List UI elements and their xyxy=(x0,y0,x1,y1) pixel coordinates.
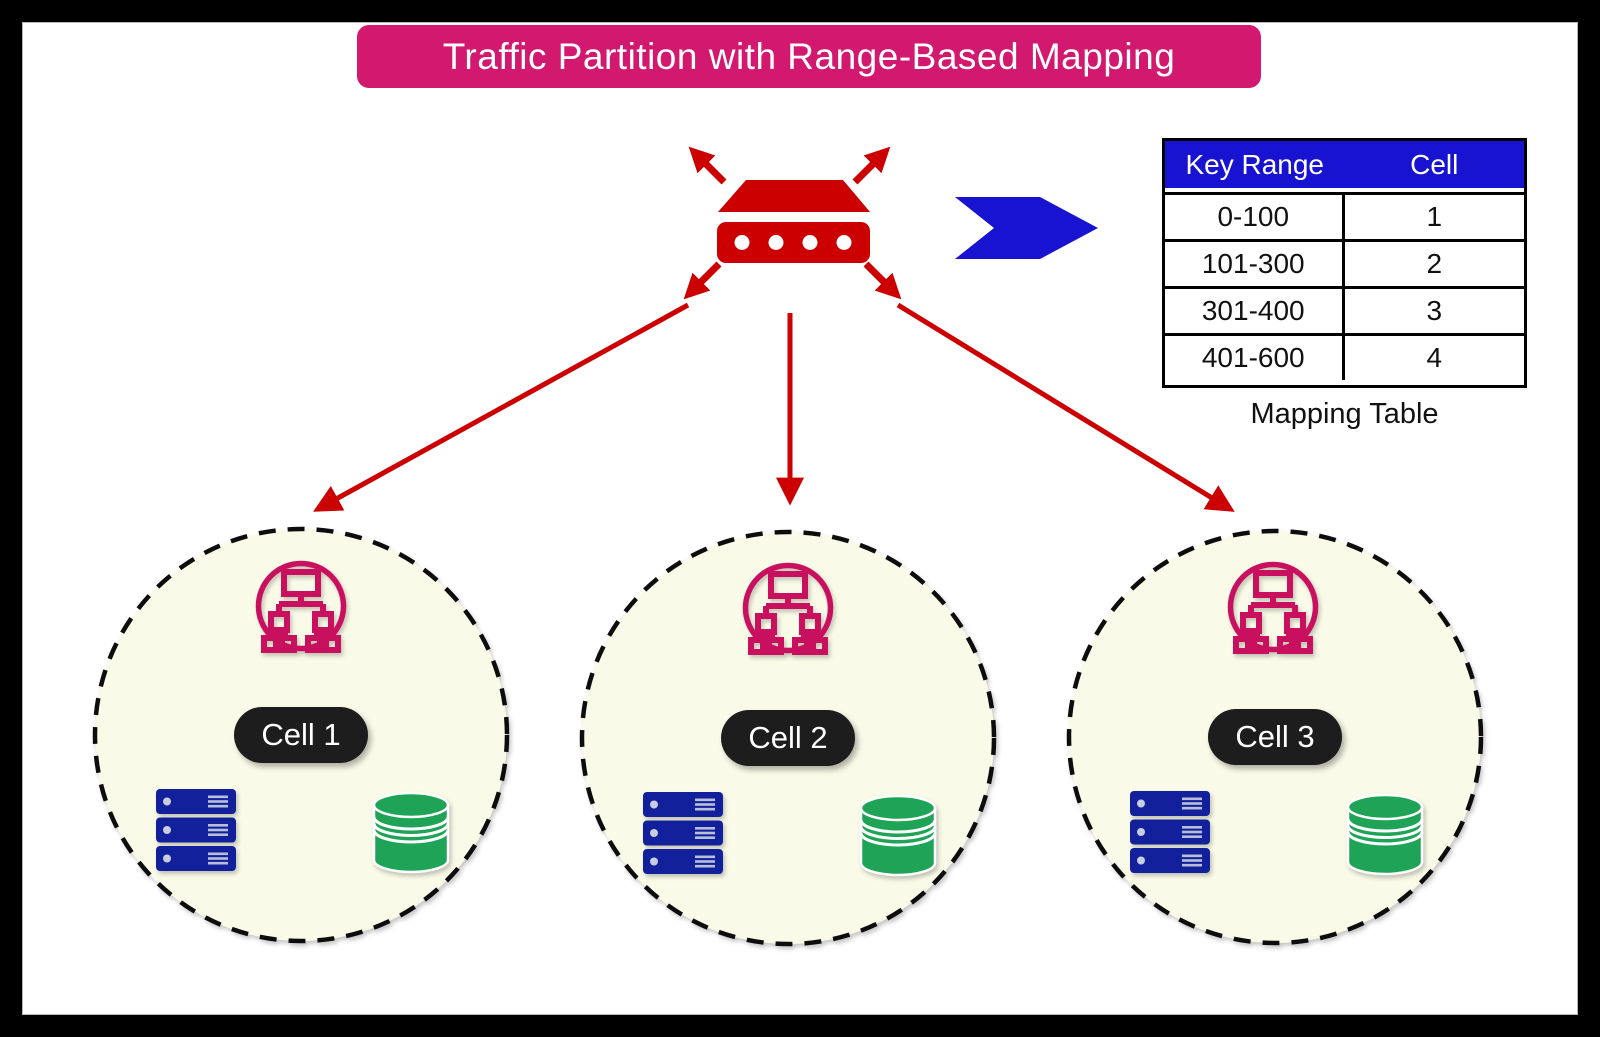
sitemap-icon xyxy=(253,558,349,654)
table-row: 301-400 3 xyxy=(1165,286,1524,333)
routing-arrows xyxy=(313,302,1235,512)
server-stack-icon xyxy=(1130,791,1210,873)
header-key-range: Key Range xyxy=(1185,148,1325,180)
cell-value: 4 xyxy=(1426,342,1443,373)
key-range-value: 101-300 xyxy=(1165,242,1345,286)
server-stack-icon xyxy=(156,789,236,871)
fanout-arrow-icon xyxy=(683,146,902,300)
table-row: 401-600 4 xyxy=(1165,333,1524,380)
database-icon xyxy=(1345,793,1425,877)
mapping-table-caption: Mapping Table xyxy=(1250,398,1439,430)
title-banner: Traffic Partition with Range-Based Mappi… xyxy=(357,25,1261,88)
key-range-value: 0-100 xyxy=(1165,195,1345,239)
key-range-value: 401-600 xyxy=(1165,336,1345,380)
table-row: 101-300 2 xyxy=(1165,239,1524,286)
cell-3-label-pill: Cell 3 xyxy=(1208,709,1342,765)
arrow-to-cell-1 xyxy=(313,302,690,512)
cell-label: Cell 3 xyxy=(1235,719,1315,754)
cell-value: 1 xyxy=(1426,201,1443,232)
mapping-table-header: Key Range Cell xyxy=(1165,141,1524,188)
cell-1-label-pill: Cell 1 xyxy=(234,707,368,763)
table-row: 0-100 1 xyxy=(1165,192,1524,239)
sitemap-icon xyxy=(740,560,836,656)
sitemap-icon xyxy=(1225,559,1321,655)
cell-value: 2 xyxy=(1426,248,1443,279)
header-cell: Cell xyxy=(1410,148,1459,180)
arrow-to-cell-3 xyxy=(896,302,1235,512)
mapping-table: Key Range Cell 0-100 1 101-300 2 301-400… xyxy=(1162,138,1527,388)
server-stack-icon xyxy=(643,792,723,874)
cell-2-label-pill: Cell 2 xyxy=(721,710,855,766)
chevron-right-icon xyxy=(955,197,1098,259)
page-title: Traffic Partition with Range-Based Mappi… xyxy=(442,35,1176,77)
database-icon xyxy=(371,791,451,875)
cell-label: Cell 2 xyxy=(748,720,828,755)
database-icon xyxy=(858,794,938,878)
key-range-value: 301-400 xyxy=(1165,289,1345,333)
cell-value: 3 xyxy=(1426,295,1443,326)
cell-label: Cell 1 xyxy=(261,717,341,752)
load-balancer-icon xyxy=(717,180,870,263)
table-gap xyxy=(1165,188,1524,192)
